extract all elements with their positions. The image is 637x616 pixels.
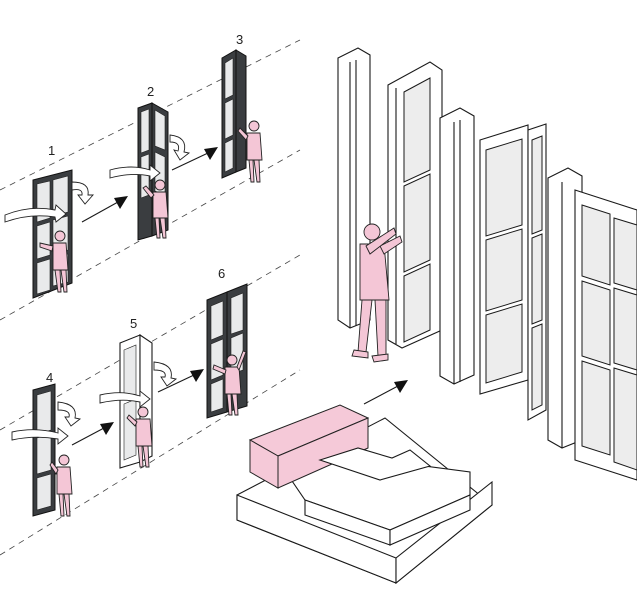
step-arrow-4-5: [72, 422, 114, 445]
step-number-2: 2: [147, 84, 154, 99]
step-number-5: 5: [130, 316, 137, 331]
step-4-illustration: [12, 384, 80, 516]
step-number-6: 6: [218, 266, 225, 281]
site-model-illustration: [237, 405, 492, 583]
step-6-illustration: [207, 284, 247, 418]
step-number-4: 4: [46, 370, 53, 385]
step-number-3: 3: [236, 32, 243, 47]
step-number-1: 1: [48, 143, 55, 158]
step-1-illustration: [5, 170, 93, 298]
large-wall-illustration: [338, 48, 637, 480]
step-5-illustration: [100, 335, 176, 468]
step-3-illustration: [222, 50, 262, 182]
